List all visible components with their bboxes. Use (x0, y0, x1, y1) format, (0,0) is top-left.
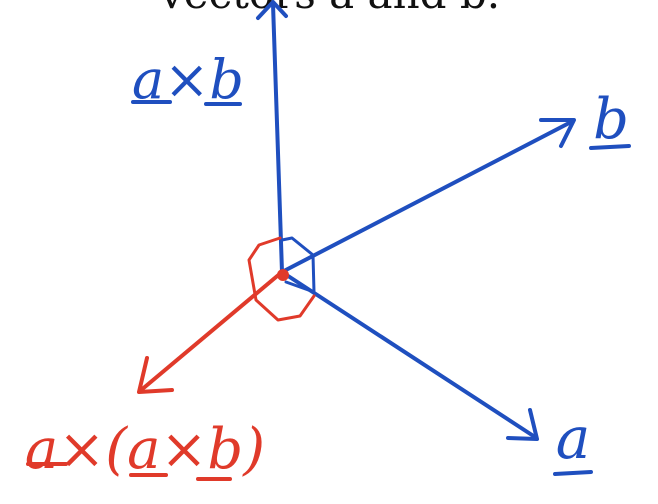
label-a-cross-a-cross-b-text: a×(a×b) (25, 417, 265, 482)
label-a-cross-b: a×b (131, 48, 244, 111)
right-angle-marker-red (247, 236, 316, 322)
vector-a (280, 270, 539, 441)
underline-b (589, 144, 631, 150)
label-a: a (553, 404, 593, 476)
vector-a-cross-a-cross-b (137, 270, 284, 394)
label-a-text: a (556, 404, 591, 472)
label-b-text: b (593, 87, 629, 152)
header-text: vectors a and b. (159, 0, 500, 18)
label-b: b (589, 87, 631, 152)
underline-a (553, 470, 593, 476)
origin-dot (277, 269, 289, 281)
vector-a-cross-b (256, 0, 288, 274)
vector-b (280, 118, 576, 274)
label-a-cross-a-cross-b: a×(a×b) (25, 417, 265, 482)
right-angle-marker-blue (280, 236, 316, 294)
